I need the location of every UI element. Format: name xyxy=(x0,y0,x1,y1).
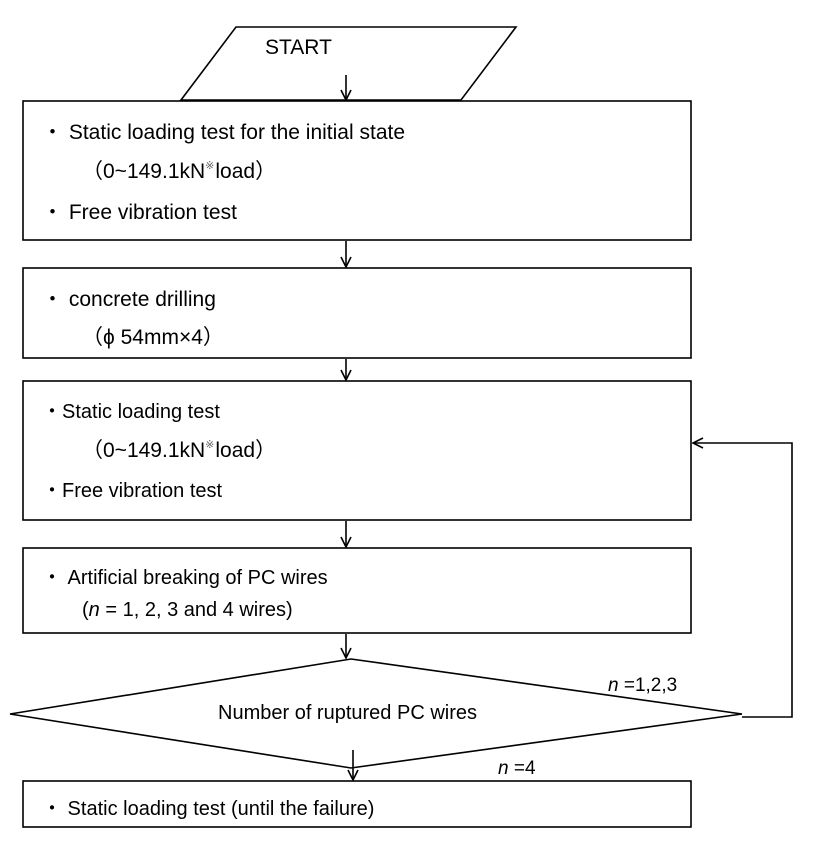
step3-range: （0~149.1kN xyxy=(82,439,206,462)
step5-line1: ・ Static loading test (until the failure… xyxy=(42,798,375,820)
step4-box xyxy=(22,547,692,634)
decision-label: Number of ruptured PC wires xyxy=(218,702,477,724)
step1-box xyxy=(22,100,692,241)
step5-box xyxy=(22,780,692,828)
branch-end-value: =4 xyxy=(508,758,536,779)
step1-note-mark: ※ xyxy=(205,160,215,172)
step4-line2: (n = 1, 2, 3 and 4 wires) xyxy=(82,599,293,622)
step4-line1: ・ Artificial breaking of PC wires xyxy=(42,567,328,589)
step1-line3: ・ Free vibration test xyxy=(42,201,237,224)
step1-range: （0~149.1kN xyxy=(82,160,206,183)
step1-line2: （0~149.1kN※load） xyxy=(82,155,276,185)
step4-open-paren: ( xyxy=(82,599,89,621)
branch-end-variable-n: n xyxy=(498,758,509,779)
step2-line2: （ϕ 54mm×4） xyxy=(82,326,224,349)
branch-loop-values: =1,2,3 xyxy=(618,675,678,696)
step2-box xyxy=(22,267,692,359)
step3-box xyxy=(22,380,692,521)
step4-range-text: = 1, 2, 3 and 4 wires) xyxy=(99,599,293,621)
step3-note-mark: ※ xyxy=(205,439,215,451)
step3-line2: （0~149.1kN※load） xyxy=(82,434,276,464)
step1-load: load） xyxy=(215,160,277,183)
branch-end-label: n =4 xyxy=(498,758,536,780)
arrow-loop-back xyxy=(693,443,793,718)
start-label: START xyxy=(265,36,332,59)
step1-line1: ・ Static loading test for the initial st… xyxy=(42,121,406,144)
branch-loop-label: n =1,2,3 xyxy=(608,675,677,697)
step3-line1: ・Static loading test xyxy=(42,401,220,423)
step2-line1: ・ concrete drilling xyxy=(42,288,216,311)
decision-diamond xyxy=(9,658,743,769)
branch-loop-variable-n: n xyxy=(608,675,619,696)
start-parallelogram xyxy=(179,26,518,101)
step4-variable-n: n xyxy=(88,599,100,621)
step3-load: load） xyxy=(215,439,277,462)
step3-line3: ・Free vibration test xyxy=(42,480,223,502)
